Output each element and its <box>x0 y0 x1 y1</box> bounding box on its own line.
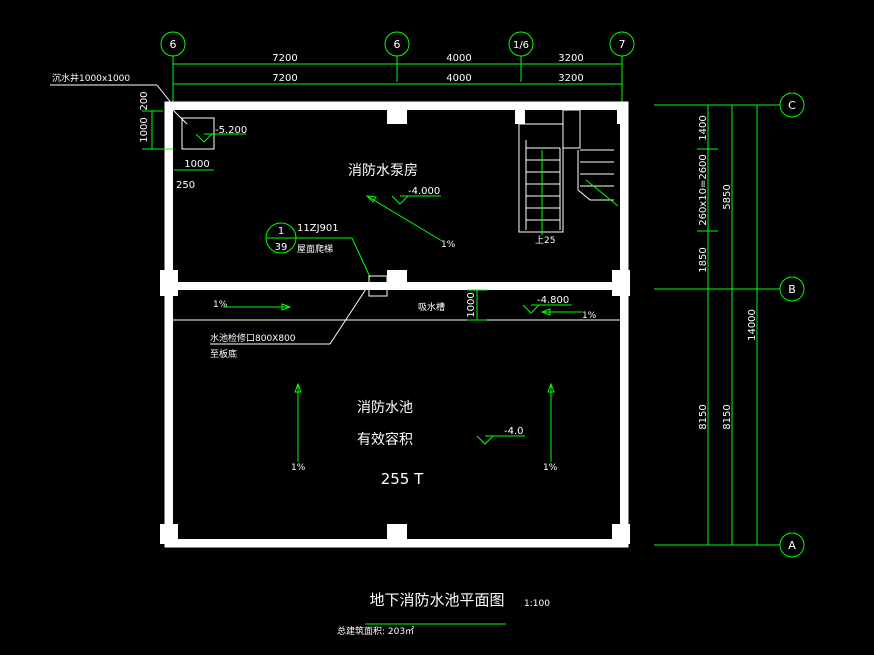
axis-bubble-7: 7 <box>609 31 635 105</box>
svg-text:39: 39 <box>275 242 288 253</box>
svg-text:1000: 1000 <box>466 292 477 317</box>
svg-text:-4.0: -4.0 <box>504 426 524 437</box>
access-hatch: 水池检修口800X800 至板底 <box>210 275 388 360</box>
svg-text:沉水井1000x1000: 沉水井1000x1000 <box>52 72 130 84</box>
axis-bubble-6b: 6 <box>384 31 410 82</box>
svg-text:-4.000: -4.000 <box>408 186 440 197</box>
top-dimensions: 7200 4000 3200 7200 4000 3200 <box>173 53 622 85</box>
svg-text:7: 7 <box>619 38 626 51</box>
svg-text:1000: 1000 <box>184 159 209 170</box>
svg-text:14000: 14000 <box>747 309 758 341</box>
svg-text:消防水池: 消防水池 <box>357 400 413 416</box>
svg-text:1%: 1% <box>291 463 306 473</box>
svg-text:1000: 1000 <box>139 117 150 142</box>
svg-text:有效容积: 有效容积 <box>357 431 413 448</box>
svg-text:总建筑面积: 203㎡: 总建筑面积: 203㎡ <box>337 625 414 637</box>
svg-text:4000: 4000 <box>446 73 471 84</box>
svg-text:1%: 1% <box>582 311 597 321</box>
pump-room-label: 消防水泵房 <box>348 163 418 179</box>
svg-text:1%: 1% <box>441 240 456 250</box>
detail-callout: 1 39 11ZJ901 屋面爬梯 <box>265 222 371 278</box>
svg-text:1%: 1% <box>213 300 228 310</box>
svg-text:A: A <box>788 539 796 552</box>
svg-text:4000: 4000 <box>446 53 471 64</box>
svg-text:1%: 1% <box>543 463 558 473</box>
svg-text:3200: 3200 <box>558 73 583 84</box>
svg-text:6: 6 <box>170 38 177 51</box>
svg-text:-5.200: -5.200 <box>215 125 247 136</box>
svg-text:6: 6 <box>394 38 401 51</box>
right-axes: C B A 1400 260x10=2600 1850 8150 5850 81… <box>654 92 805 558</box>
svg-text:水池检修口800X800: 水池检修口800X800 <box>210 332 296 344</box>
svg-text:260x10=2600: 260x10=2600 <box>698 154 709 226</box>
svg-text:7200: 7200 <box>272 53 297 64</box>
svg-text:1/6: 1/6 <box>513 40 529 51</box>
sump-pit: 沉水井1000x1000 -5.200 1000 200 1000 250 <box>50 72 247 191</box>
svg-text:B: B <box>788 283 796 296</box>
svg-text:8150: 8150 <box>722 404 733 429</box>
svg-text:200: 200 <box>139 91 150 110</box>
svg-text:屋面爬梯: 屋面爬梯 <box>297 243 333 255</box>
svg-text:吸水槽: 吸水槽 <box>418 301 445 313</box>
svg-text:1400: 1400 <box>698 115 709 140</box>
svg-text:上25: 上25 <box>535 235 555 246</box>
svg-text:8150: 8150 <box>698 404 709 429</box>
svg-text:250: 250 <box>176 180 195 191</box>
pump-room-level: -4.000 1% <box>365 186 456 250</box>
svg-text:11ZJ901: 11ZJ901 <box>297 223 339 234</box>
walls <box>160 101 630 548</box>
svg-text:1850: 1850 <box>698 247 709 272</box>
svg-text:5850: 5850 <box>722 184 733 209</box>
svg-text:1: 1 <box>278 226 284 237</box>
svg-text:-4.800: -4.800 <box>537 295 569 306</box>
svg-text:3200: 3200 <box>558 53 583 64</box>
staircase: 上25 <box>518 109 619 246</box>
pool: 消防水池 有效容积 255 T 1% 1% -4.0 <box>291 382 558 488</box>
axis-bubble-1-6: 1/6 <box>508 31 534 82</box>
svg-text:至板底: 至板底 <box>210 348 237 360</box>
suction-trench: 1% 吸水槽 1000 -4.800 1% <box>213 289 597 321</box>
svg-text:C: C <box>788 99 796 112</box>
svg-text:7200: 7200 <box>272 73 297 84</box>
svg-text:255 T: 255 T <box>381 470 424 488</box>
svg-text:地下消防水池平面图: 地下消防水池平面图 <box>369 591 504 609</box>
drawing-title: 地下消防水池平面图 1:100 总建筑面积: 203㎡ <box>337 591 550 637</box>
svg-text:1:100: 1:100 <box>524 599 550 609</box>
